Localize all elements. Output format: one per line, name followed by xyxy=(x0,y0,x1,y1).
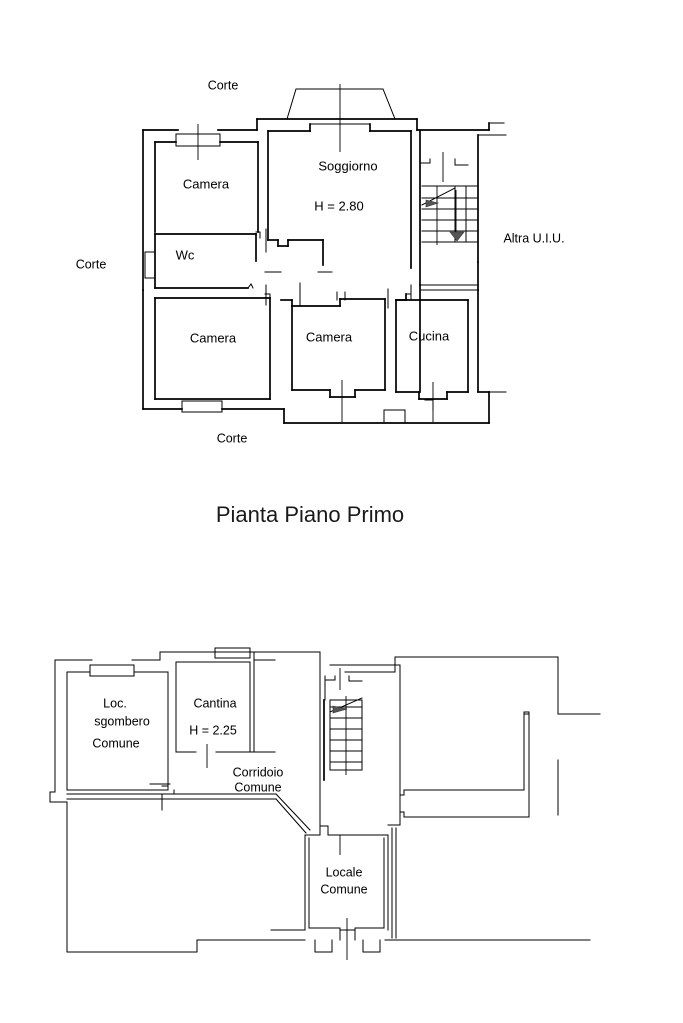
room-corridoio-comune xyxy=(66,783,311,834)
room-right-upper xyxy=(329,664,530,826)
room-label-wc: Wc xyxy=(176,247,195,262)
room-cantina xyxy=(175,647,276,768)
plan-piano-primo: Corte Corte Corte Altra U.I.U. Camera So… xyxy=(76,78,565,445)
bay-window-soggiorno xyxy=(286,84,396,152)
room-label-locale-line1: Locale xyxy=(326,865,363,879)
room-label-loc-line1: Loc. xyxy=(103,696,127,710)
label-altra-uiu: Altra U.I.U. xyxy=(503,231,564,245)
room-cucina xyxy=(387,284,469,422)
balcony-bottom xyxy=(383,409,406,424)
room-label-camera-3: Camera xyxy=(306,329,353,344)
room-locale-comune xyxy=(270,825,401,960)
room-label-loc-line3: Comune xyxy=(92,736,139,750)
height-note-cantina: H = 2.25 xyxy=(189,723,237,737)
room-label-soggiorno: Soggiorno xyxy=(318,158,377,173)
adjacent-unit-stubs xyxy=(477,134,507,393)
label-corte-top: Corte xyxy=(208,78,239,92)
room-label-corridoio-line1: Corridoio xyxy=(233,765,284,779)
exterior-walls-piano-primo xyxy=(142,118,505,424)
room-label-camera-2: Camera xyxy=(190,330,237,345)
room-label-locale-line2: Comune xyxy=(320,882,367,896)
room-label-corridoio-line2: Comune xyxy=(234,780,281,794)
exterior-walls-interrato xyxy=(49,651,601,953)
room-loc-sgombero xyxy=(66,664,169,811)
room-camera-bottom-middle xyxy=(280,291,386,422)
room-label-loc-line2: sgombero xyxy=(94,714,150,728)
room-camera-bottom-left xyxy=(154,293,271,413)
plan-piano-interrato: Loc. sgombero Comune Cantina H = 2.25 Co… xyxy=(49,647,601,960)
room-right-lower xyxy=(387,824,401,939)
room-label-cantina: Cantina xyxy=(193,696,236,710)
room-camera-top-left xyxy=(154,124,259,233)
room-wc xyxy=(144,228,282,306)
room-soggiorno xyxy=(267,123,412,306)
stairwell-piano-primo xyxy=(419,130,479,411)
stairwell-interrato xyxy=(319,668,363,855)
room-label-camera-1: Camera xyxy=(183,176,230,191)
label-corte-left: Corte xyxy=(76,257,107,271)
height-note-soggiorno: H = 2.80 xyxy=(314,198,364,213)
page-title: Pianta Piano Primo xyxy=(216,502,404,527)
label-corte-bottom: Corte xyxy=(217,431,248,445)
room-label-cucina: Cucina xyxy=(409,328,450,343)
